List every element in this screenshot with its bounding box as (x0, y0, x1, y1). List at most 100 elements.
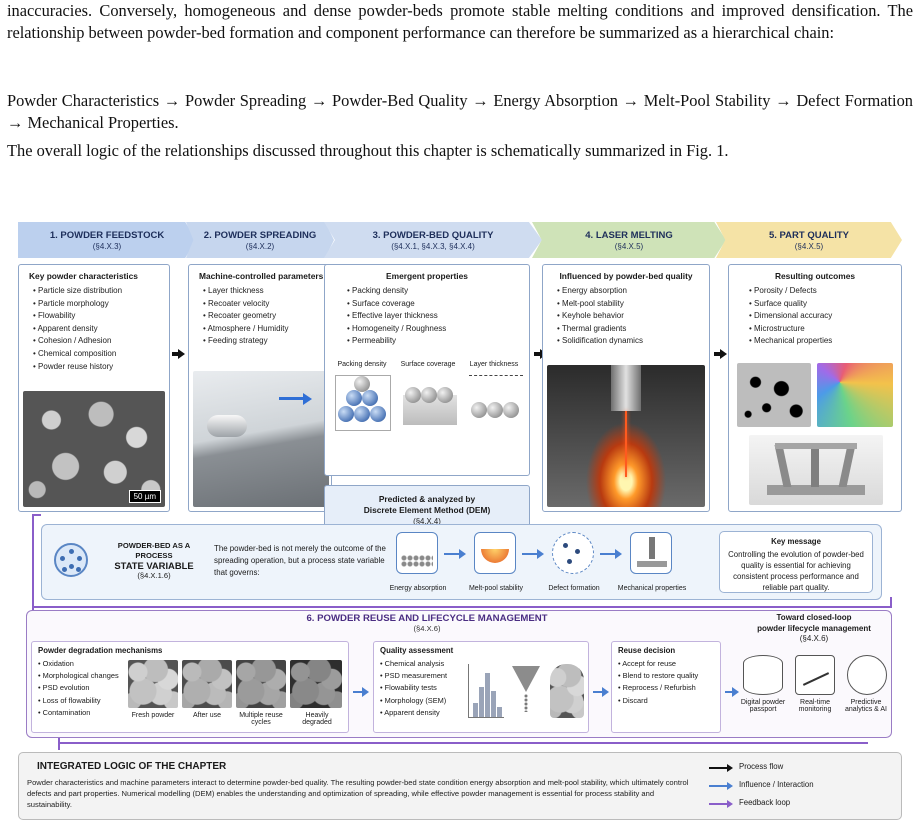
list-item: Flowability (33, 310, 169, 323)
bed-list: Packing density Surface coverage Effecti… (325, 285, 529, 348)
box-heading: Emergent properties (325, 271, 529, 281)
laser-nozzle (611, 365, 641, 411)
histogram-bar (485, 673, 490, 717)
influence-arrow (444, 553, 464, 555)
list-item: Homogeneity / Roughness (347, 323, 529, 336)
motion-arrowhead-icon (303, 393, 312, 405)
paragraph-intro: inaccuracies. Conversely, homogeneous an… (7, 0, 913, 44)
list-item: Layer thickness (203, 285, 331, 298)
box-heading: Machine-controlled parameters (199, 271, 331, 281)
caption-multiple-cycles: Multiple reuse cycles (234, 712, 288, 726)
reuse-decision-box: Reuse decision Accept for reuse Blend to… (611, 641, 721, 733)
particle (487, 402, 503, 418)
recoater-image (193, 371, 329, 507)
particle (370, 406, 386, 422)
list-item: Porosity / Defects (749, 285, 901, 298)
caption-digital-passport: Digital powder passport (735, 699, 791, 713)
influence-arrow (522, 553, 542, 555)
box-heading: Influenced by powder-bed quality (543, 271, 709, 281)
stage-header-part-quality: 5. PART QUALITY (§4.X.5) (716, 222, 902, 258)
state-variable-band: POWDER-BED AS A PROCESS STATE VARIABLE (… (41, 524, 882, 600)
list-item: Accept for reuse (618, 658, 720, 670)
legend-feedback: Feedback loop (739, 798, 790, 807)
paragraph-figure-ref: The overall logic of the relationships d… (7, 140, 913, 162)
caption-packing-density: Packing density (329, 361, 395, 368)
pore (575, 549, 580, 554)
caption-heavily-degraded: Heavily degraded (290, 712, 344, 726)
sem-powder-image: 50 µm (23, 391, 165, 507)
recoater-roller (207, 415, 247, 437)
brain-ai-icon (847, 655, 887, 695)
particle (421, 387, 437, 403)
chip-label-energy: Energy absorption (378, 585, 458, 592)
list-item: Chemical composition (33, 348, 169, 361)
list-item: Packing density (347, 285, 529, 298)
list-item: Powder reuse history (33, 361, 169, 374)
mechanical-properties-icon (630, 532, 672, 574)
list-item: Blend to restore quality (618, 670, 720, 682)
state-variable-title: POWDER-BED AS A PROCESS STATE VARIABLE (… (102, 541, 206, 581)
particle (362, 390, 378, 406)
closed-loop-title: Toward closed-loop powder lifecycle mana… (739, 613, 889, 645)
list-item: Reprocess / Refurbish (618, 682, 720, 694)
list-item: Recoater geometry (203, 310, 331, 323)
list-item: Surface quality (749, 298, 901, 311)
list-item: Feeding strategy (203, 335, 331, 348)
stage-header-bed-quality: 3. POWDER-BED QUALITY (§4.X.1, §4.X.3, §… (324, 222, 542, 258)
process-arrow (178, 349, 185, 359)
dot (69, 564, 74, 569)
closed-title-line2: powder lifecycle management (757, 624, 871, 633)
stage-title: 4. LASER MELTING (585, 230, 672, 241)
influence-arrow (600, 553, 620, 555)
influence-arrow (353, 691, 367, 693)
stage-ref: (§4.X.5) (795, 242, 823, 251)
dot (62, 567, 67, 572)
dot (60, 556, 65, 561)
particle (338, 406, 354, 422)
list-item: Energy absorption (557, 285, 709, 298)
caption-fresh: Fresh powder (124, 712, 182, 719)
state-description: The powder-bed is not merely the outcome… (214, 543, 390, 579)
particle (354, 406, 370, 422)
database-icon (743, 655, 783, 695)
dem-line2: Discrete Element Method (DEM) (364, 505, 491, 515)
part-quality-box: Resulting outcomes Porosity / Defects Su… (728, 264, 902, 512)
powder-bed-state-icon (54, 543, 88, 577)
strut (839, 445, 856, 487)
list-item: Discard (618, 695, 720, 707)
closed-ref: (§4.X.6) (800, 634, 828, 643)
histogram-bar (473, 703, 478, 717)
logic-title: INTEGRATED LOGIC OF THE CHAPTER (37, 761, 226, 772)
stage-header-feedstock: 1. POWDER FEEDSTOCK (§4.X.3) (18, 222, 196, 258)
box-heading: Quality assessment (380, 646, 588, 655)
lifecycle-title: 6. POWDER REUSE AND LIFECYCLE MANAGEMENT… (277, 613, 577, 633)
list-item: Effective layer thickness (347, 310, 529, 323)
particle (346, 390, 362, 406)
reuse-list: Accept for reuse Blend to restore qualit… (612, 658, 720, 707)
state-title-line3: STATE VARIABLE (102, 561, 206, 571)
powder-layer (401, 555, 433, 567)
stage-ref: (§4.X.3) (93, 242, 121, 251)
key-message-title: Key message (724, 536, 868, 547)
chip-label-defects: Defect formation (534, 585, 614, 592)
surface-coverage-illustration (403, 395, 457, 425)
energy-absorption-icon (396, 532, 438, 574)
strut (811, 443, 819, 487)
melting-list: Energy absorption Melt-pool stability Ke… (543, 285, 709, 348)
feedback-loop-line (32, 606, 892, 608)
caption-after-use: After use (178, 712, 236, 719)
quality-assessment-box: Quality assessment Chemical analysis PSD… (373, 641, 589, 733)
laser-beam (625, 411, 627, 477)
list-item: Mechanical properties (749, 335, 901, 348)
histogram-bar (497, 707, 502, 717)
logic-text: Powder characteristics and machine param… (27, 777, 699, 810)
caption-layer-thickness: Layer thickness (461, 361, 527, 368)
feedback-loop-line (58, 738, 60, 750)
integrated-logic-box: INTEGRATED LOGIC OF THE CHAPTER Powder c… (18, 752, 902, 820)
flowing-powder (524, 694, 528, 712)
legend-feedback-icon (709, 803, 731, 805)
list-item: Keyhole behavior (557, 310, 709, 323)
list-item: Surface coverage (347, 298, 529, 311)
list-item: Microstructure (749, 323, 901, 336)
chip-label-mechanical: Mechanical properties (612, 585, 692, 592)
